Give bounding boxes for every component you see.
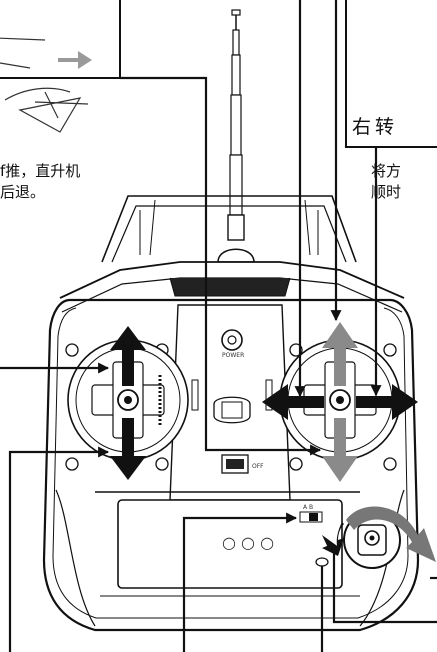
left-joystick <box>65 339 189 471</box>
power-label: POWER <box>222 352 244 359</box>
left-stick-up-arrow <box>110 326 146 386</box>
right-stick-left-arrow <box>262 384 324 420</box>
antenna <box>217 9 255 263</box>
left-stick-down-arrow <box>110 418 146 480</box>
center-trim-controls: OFF <box>191 379 273 474</box>
helicopter-inset <box>0 0 121 133</box>
indicator-dots: ○ ○ ○ <box>222 533 274 552</box>
power-led <box>315 557 329 567</box>
right-turn-caption: 右转 <box>352 116 399 138</box>
rotate-right-arrow <box>346 506 436 562</box>
forward-caption-line1: f推，直升机 <box>0 162 81 180</box>
forward-gray-arrow <box>58 51 92 69</box>
turn-caption-line2: 顺时 <box>371 183 402 201</box>
ab-switch: A B <box>299 504 323 523</box>
right-stick-up-arrow <box>322 322 358 386</box>
svg-text:A B: A B <box>303 504 313 511</box>
turn-caption-line1: 将方 <box>371 162 402 180</box>
power-knob: POWER <box>221 329 244 359</box>
off-label: OFF <box>252 463 264 470</box>
right-stick-down-arrow <box>322 418 358 482</box>
forward-caption-line2: 后退。 <box>0 183 46 201</box>
